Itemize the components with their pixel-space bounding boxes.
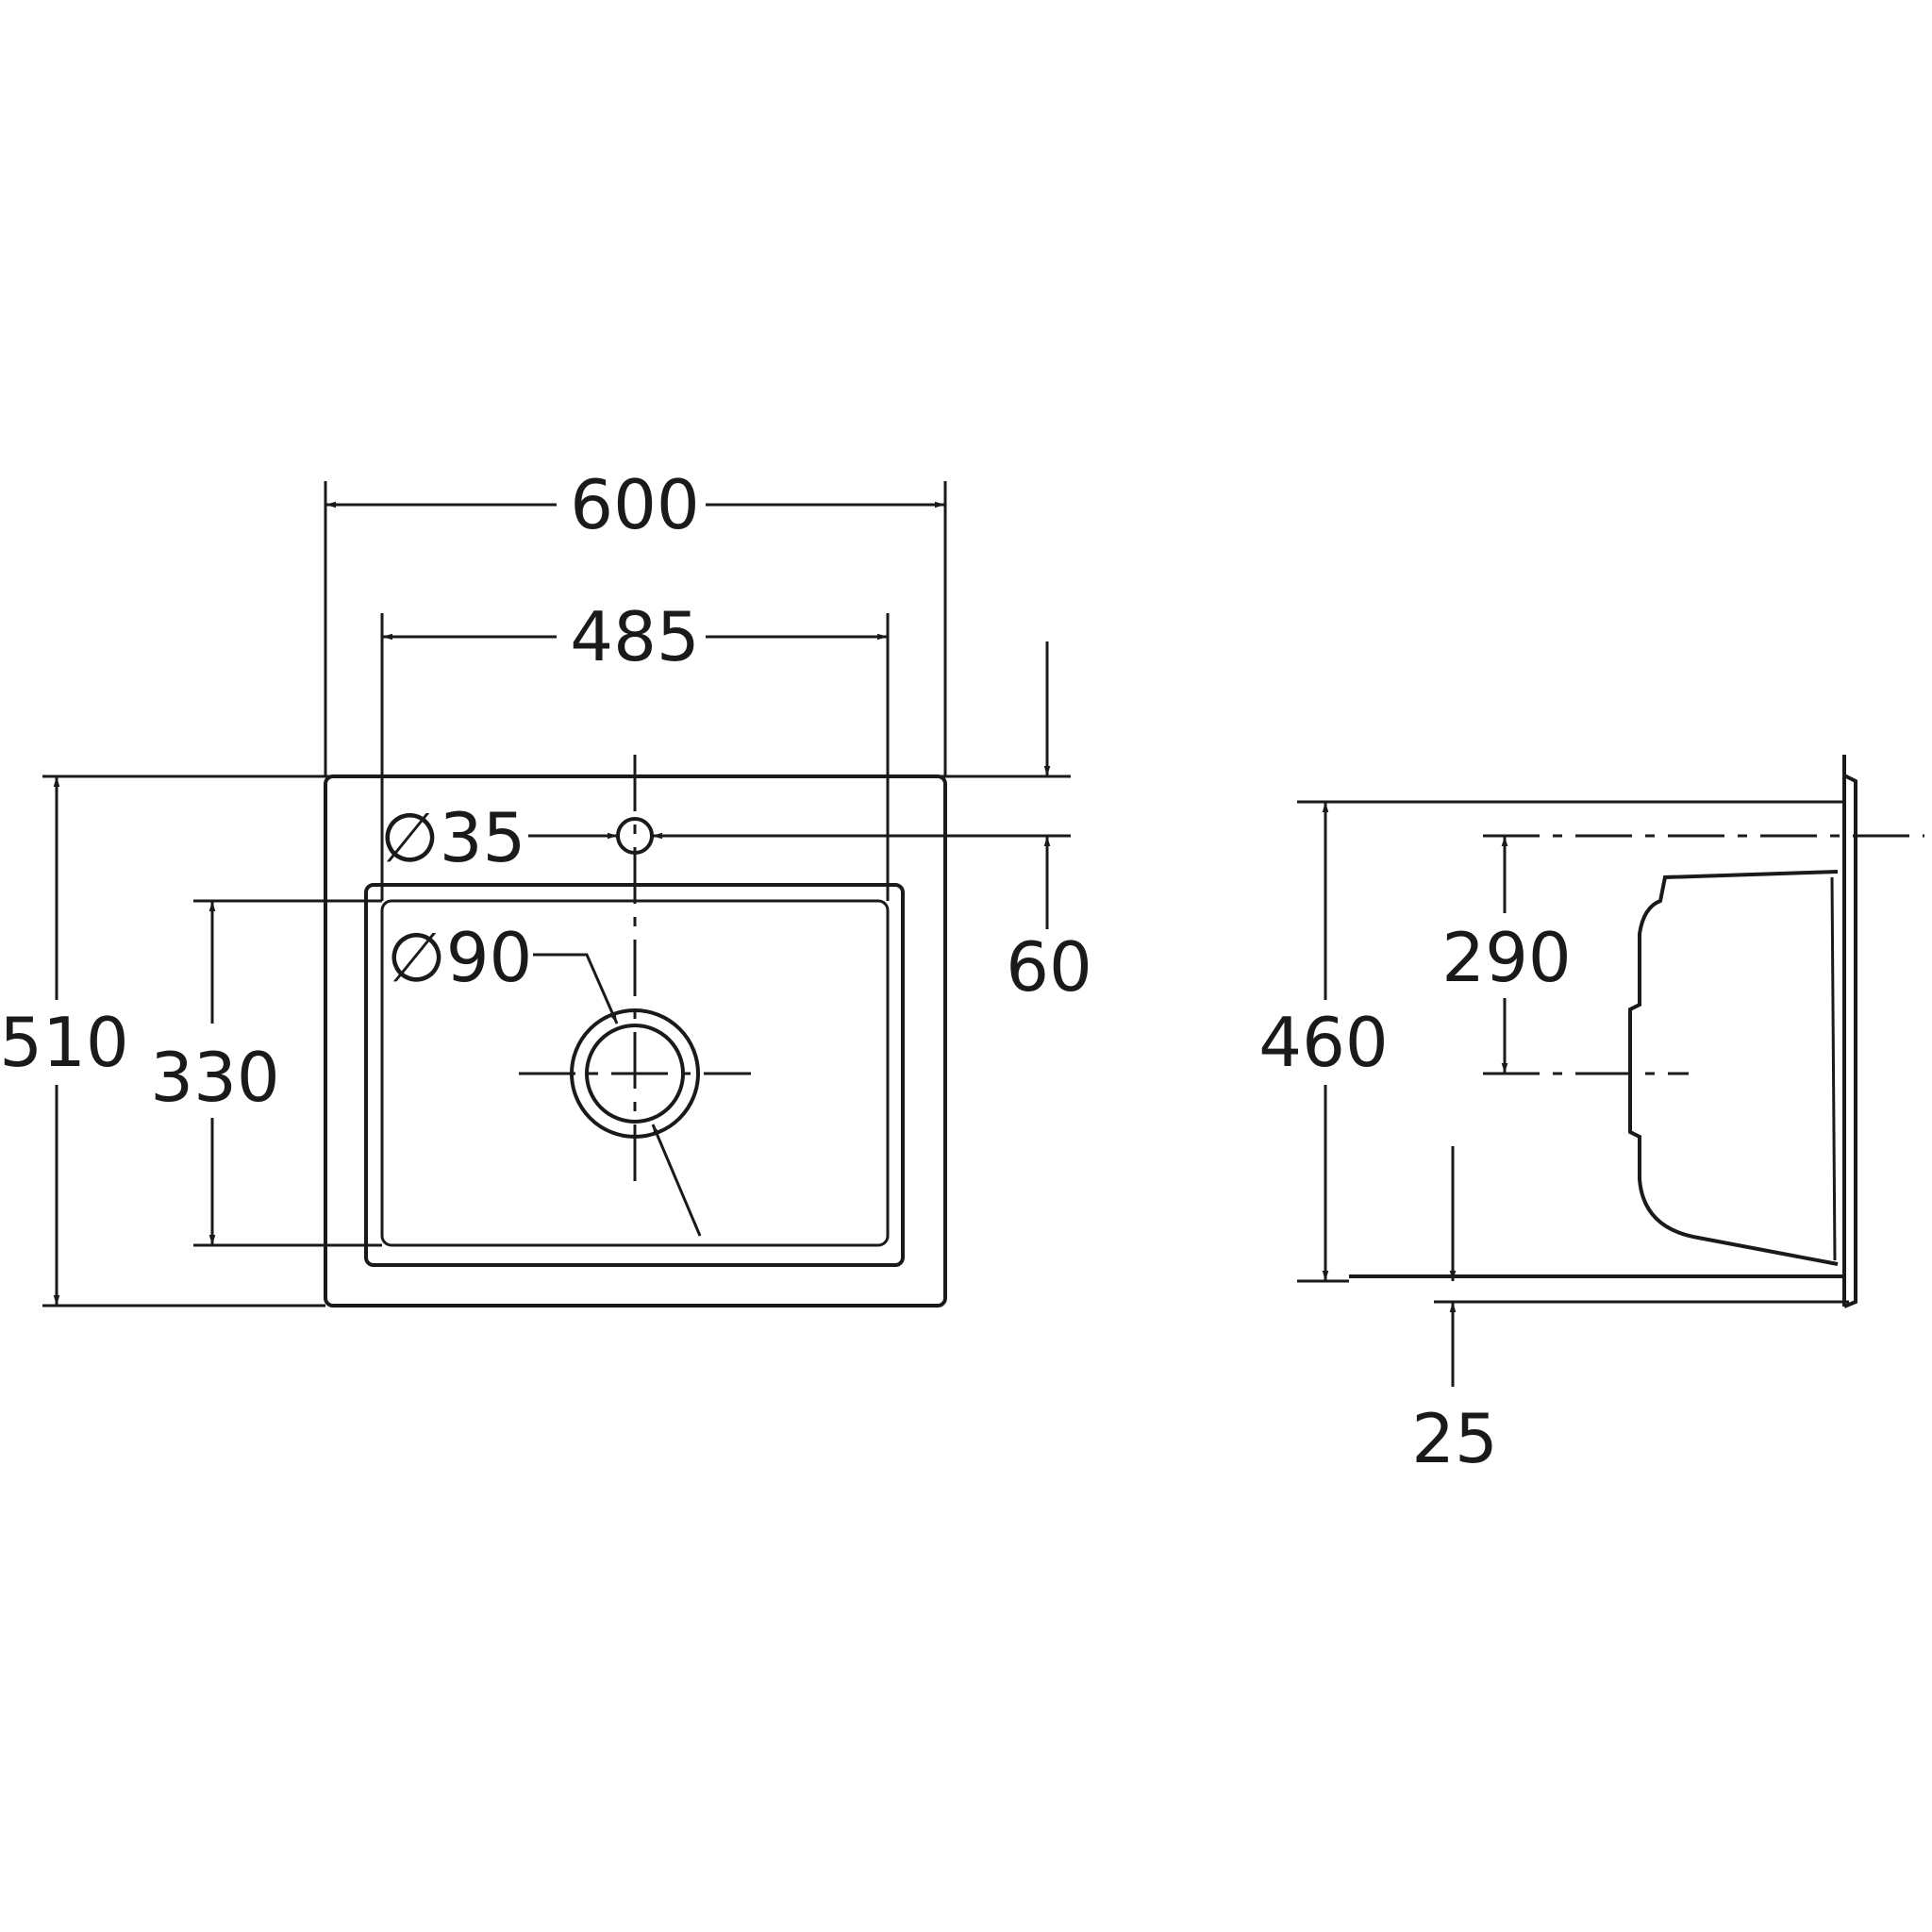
dim-overall-width-label: 600 — [570, 465, 699, 544]
dim-side-height-label: 460 — [1258, 1003, 1388, 1082]
dim-side-height: 460 — [1258, 802, 1389, 1281]
dim-bowl-depth-label: 330 — [150, 1038, 279, 1117]
dim-tap-hole-offset: 60 — [1006, 641, 1092, 1007]
dim-bowl-width: 485 — [382, 597, 888, 676]
dim-bowl-width-label: 485 — [570, 597, 699, 676]
plan-extension-lines — [42, 481, 1071, 1307]
dim-drain-height: 290 — [1441, 836, 1572, 1074]
side-view — [1349, 755, 1857, 1308]
dim-overall-depth: 510 — [0, 776, 129, 1306]
bowl-profile — [1628, 870, 1839, 1266]
dim-base-thickness-label: 25 — [1411, 1399, 1498, 1478]
dim-bowl-depth: 330 — [150, 901, 280, 1245]
dim-overall-depth-label: 510 — [0, 1003, 129, 1082]
dim-tap-hole: ∅35 — [380, 798, 783, 877]
dim-base-thickness: 25 — [1411, 1146, 1498, 1478]
dim-drain-height-label: 290 — [1441, 918, 1571, 997]
wall-plate — [1842, 755, 1857, 1308]
dim-drain-label: ∅90 — [387, 918, 532, 997]
dim-tap-hole-offset-label: 60 — [1006, 927, 1092, 1007]
dim-tap-hole-label: ∅35 — [380, 798, 525, 877]
side-extension-lines — [1297, 800, 1924, 1304]
bowl-profile-inner — [1830, 876, 1837, 1261]
dim-overall-width: 600 — [325, 465, 945, 544]
dim-drain: ∅90 — [387, 918, 702, 1237]
